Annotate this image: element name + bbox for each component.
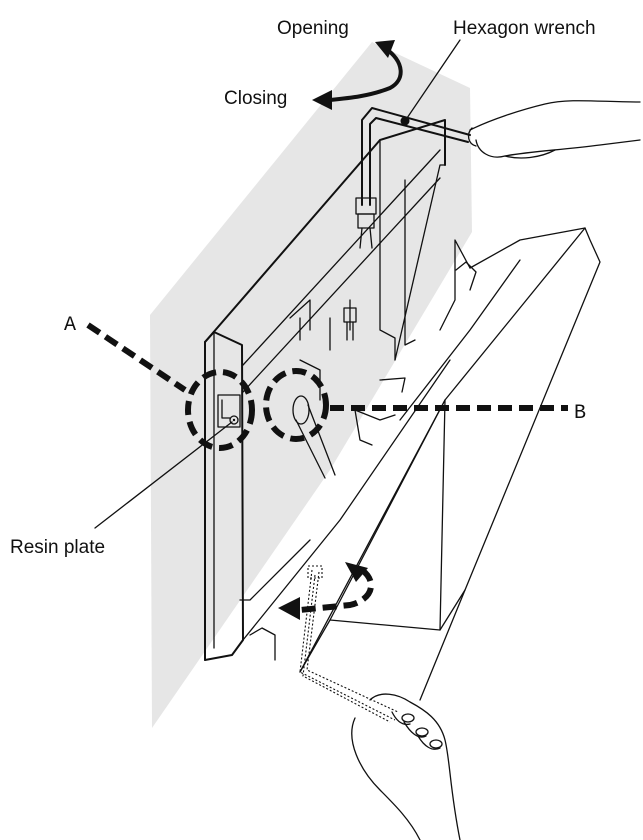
machine-body [299,227,601,701]
open-close-arrow [312,40,403,110]
callout-b [263,368,568,442]
callout-a [86,322,255,451]
wrench-leader-line [404,39,461,122]
upper-hand [467,100,641,159]
resin-plate-detail [217,394,241,428]
back-panel [150,42,472,728]
opening-arrowhead [375,40,395,58]
opening-label: Opening [277,18,349,39]
point-b-label: B [574,402,586,425]
lower-hand [351,693,461,840]
closing-arrowhead [312,90,332,110]
resin-plate-leader-line [94,421,233,529]
latch-knob [292,395,336,479]
closing-label: Closing [224,88,287,109]
point-a-label: A [64,314,76,337]
hexagon-wrench-label: Hexagon wrench [453,18,596,39]
side-cover [204,119,451,661]
rotation-arrow [278,562,375,620]
resin-plate-label: Resin plate [10,537,105,558]
screw-shaft [343,307,357,341]
